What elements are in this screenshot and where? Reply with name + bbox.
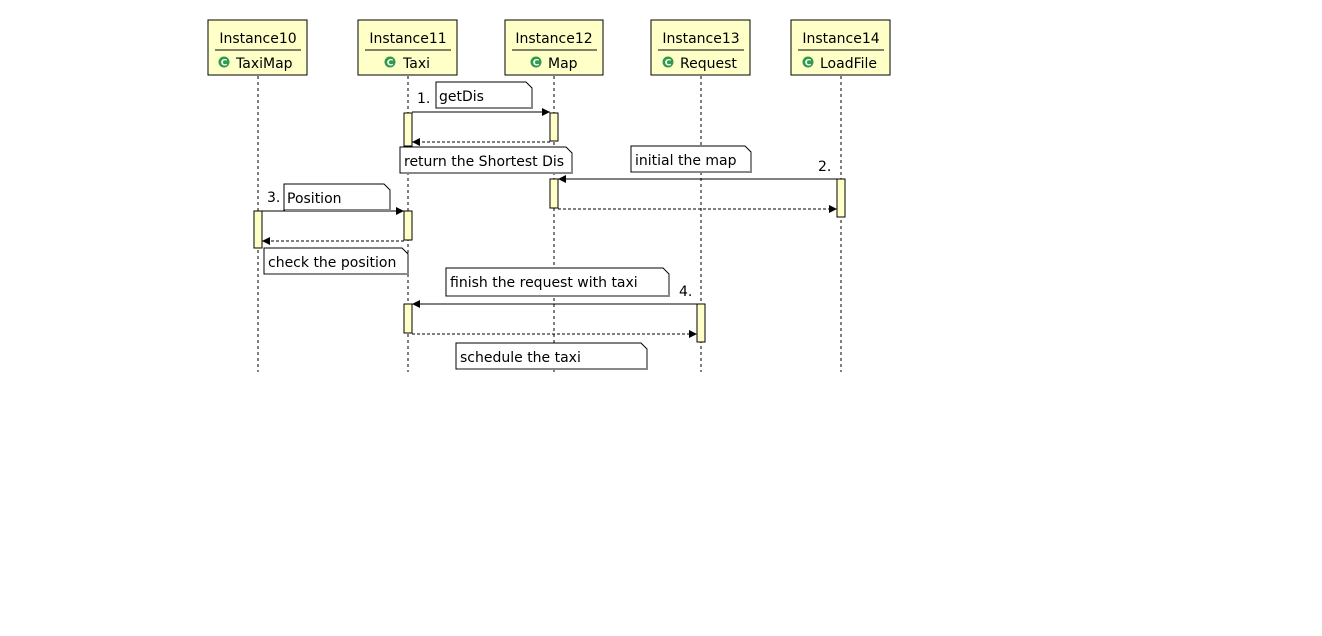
message-label-box[interactable] [630,145,752,173]
lifeline-instance14[interactable]: Instance14 C LoadFile [790,19,891,372]
return-label: return the Shortest Dis [404,154,564,170]
activation-bar[interactable] [696,303,706,343]
lifeline-head[interactable] [504,19,604,76]
activation-bar[interactable] [253,210,263,249]
instance-name: Instance11 [369,31,446,47]
activation-bar[interactable] [836,178,846,218]
message-label-box[interactable] [435,81,533,109]
return-label-box[interactable] [455,342,648,370]
instance-name: Instance12 [515,31,592,47]
class-icon: C [662,56,674,69]
class-name: LoadFile [820,56,877,72]
message-label: Position [287,191,342,207]
instance-name: Instance13 [662,31,739,47]
svg-text:C: C [805,59,812,69]
svg-text:C: C [387,59,394,69]
class-name: Request [680,56,737,72]
class-name: Map [548,56,578,72]
return-label-box[interactable] [399,146,573,174]
activation-bar[interactable] [549,112,559,142]
activation-bar[interactable] [403,112,413,147]
message-label: initial the map [635,153,737,169]
svg-text:C: C [665,59,672,69]
message-3[interactable]: 3. Position check the position [262,183,409,275]
message-1[interactable]: 1. getDis return the Shortest Dis [399,81,573,174]
class-name: Taxi [402,56,430,72]
message-number: 1. [417,91,430,107]
class-icon: C [384,56,396,69]
message-label-box[interactable] [283,183,391,211]
message-4[interactable]: 4. finish the request with taxi schedule… [412,267,697,370]
message-number: 2. [818,159,831,175]
svg-text:C: C [221,59,228,69]
class-icon: C [530,56,542,69]
class-name: TaxiMap [235,56,293,72]
message-2[interactable]: 2. initial the map [558,145,837,213]
svg-text:C: C [533,59,540,69]
message-label-box[interactable] [445,267,670,297]
lifeline-head[interactable] [357,19,458,76]
class-icon: C [802,56,814,69]
return-label: schedule the taxi [460,350,581,366]
message-label: getDis [439,89,484,105]
activation-bar[interactable] [403,210,413,241]
lifeline-instance10[interactable]: Instance10 C TaxiMap [207,19,308,372]
activation-bar[interactable] [549,178,559,209]
return-label: check the position [268,255,396,271]
lifeline-instance11[interactable]: Instance11 C Taxi [357,19,458,372]
lifeline-instance13[interactable]: Instance13 C Request [650,19,751,372]
return-label-box[interactable] [263,247,409,275]
activation-bar[interactable] [403,303,413,334]
instance-name: Instance10 [219,31,296,47]
message-number: 3. [267,190,280,206]
class-icon: C [218,56,230,69]
instance-name: Instance14 [802,31,879,47]
message-number: 4. [679,284,692,300]
message-label: finish the request with taxi [450,275,638,291]
